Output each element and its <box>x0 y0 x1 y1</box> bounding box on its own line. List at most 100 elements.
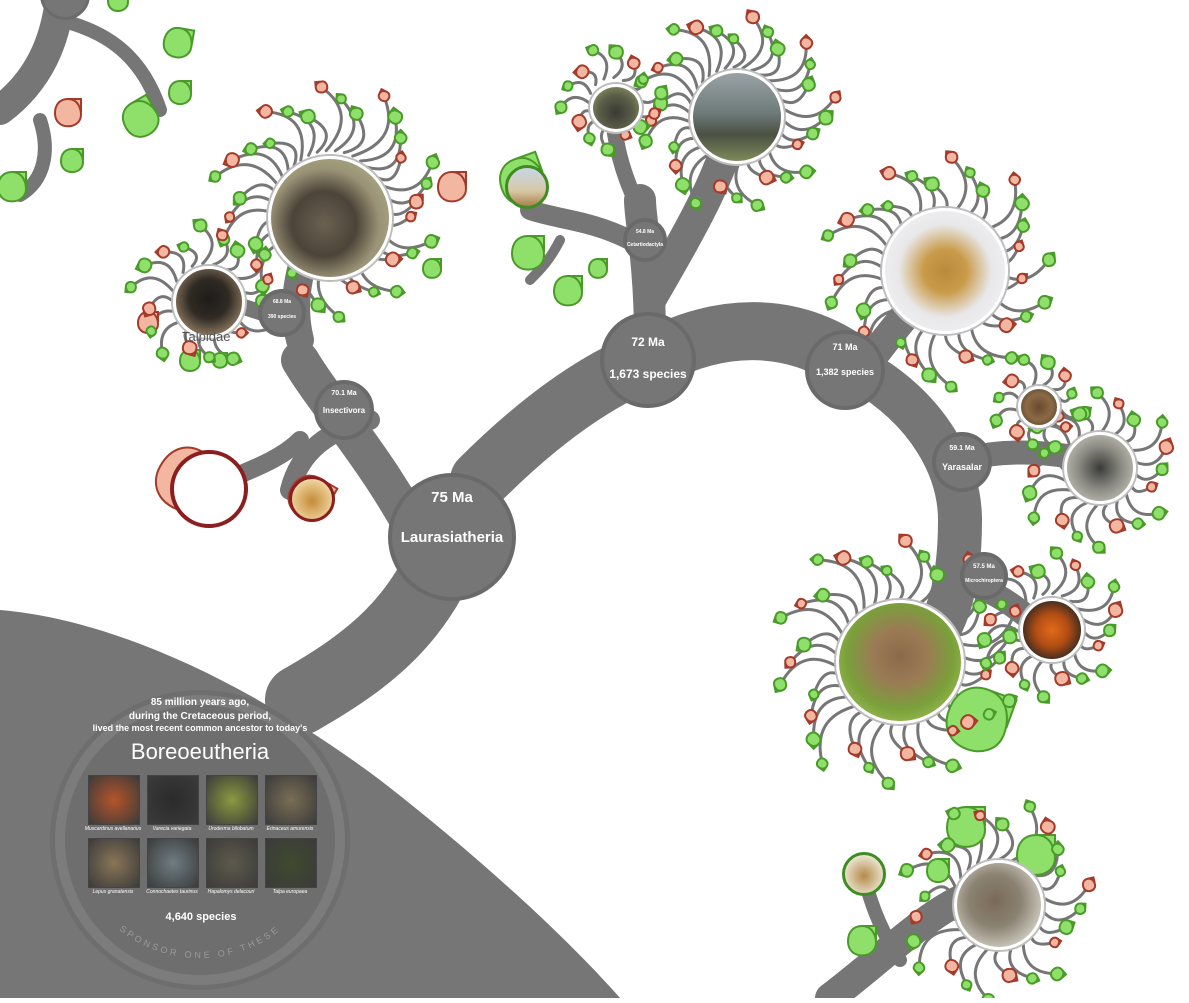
leaf-green[interactable] <box>994 816 1010 832</box>
leaf-green[interactable] <box>367 286 382 298</box>
leaf-green[interactable] <box>939 680 1018 760</box>
leaf-green[interactable] <box>880 199 894 212</box>
leaf-green[interactable] <box>241 141 258 157</box>
leaf-green[interactable] <box>727 33 740 45</box>
leaf-green[interactable] <box>1026 438 1039 452</box>
root-thumbnail[interactable] <box>206 838 258 888</box>
leaf-green[interactable] <box>1028 563 1046 579</box>
marten-photo[interactable] <box>882 208 1008 334</box>
node-yarasalar[interactable] <box>932 432 992 492</box>
leaf-green[interactable] <box>919 890 931 903</box>
leaf-green[interactable] <box>804 56 817 71</box>
leaf-red[interactable] <box>1057 366 1073 384</box>
leaf-green[interactable] <box>1071 530 1084 544</box>
leaf-red[interactable] <box>943 958 960 977</box>
leaf-green[interactable] <box>772 677 788 694</box>
leaf-green[interactable] <box>904 169 919 183</box>
leaf-green[interactable] <box>858 202 876 218</box>
leaf-green[interactable] <box>798 163 817 180</box>
leaf-green[interactable] <box>203 351 216 364</box>
leaf-green[interactable] <box>964 165 976 179</box>
leaf-red[interactable] <box>1054 512 1071 530</box>
leaf-green[interactable] <box>1075 671 1091 685</box>
leaf-red[interactable] <box>142 301 157 318</box>
leaf-green[interactable] <box>928 564 946 583</box>
leaf-green[interactable] <box>923 176 940 192</box>
leaf-green[interactable] <box>1027 510 1041 527</box>
leaf-red[interactable] <box>1112 396 1125 410</box>
leaf-green[interactable] <box>818 109 834 126</box>
leaf-green[interactable] <box>1037 447 1050 459</box>
leaf-red[interactable] <box>650 61 664 74</box>
leaf-green[interactable] <box>689 197 703 212</box>
node-68[interactable] <box>258 289 306 337</box>
leaf-green[interactable] <box>106 0 130 13</box>
leaf-red[interactable] <box>983 612 997 627</box>
leaf-red[interactable] <box>879 165 897 182</box>
leaf-green[interactable] <box>1002 627 1018 645</box>
leaf-red[interactable] <box>1013 239 1025 253</box>
bat-brown-photo[interactable] <box>1018 386 1060 428</box>
leaf-green[interactable] <box>554 100 568 115</box>
leaf-red[interactable] <box>905 353 920 369</box>
leaf-green[interactable] <box>582 131 596 147</box>
leaf-green[interactable] <box>820 229 835 242</box>
leaf-green[interactable] <box>808 688 820 702</box>
leaf-green[interactable] <box>1036 690 1051 704</box>
leaf-red[interactable] <box>758 169 777 187</box>
leaf-green[interactable] <box>1066 386 1078 400</box>
leaf-red[interactable] <box>1027 463 1041 478</box>
leaf-green[interactable] <box>761 24 775 39</box>
leaf-red[interactable] <box>1108 600 1124 619</box>
leaf-red[interactable] <box>1048 936 1063 949</box>
leaf-red[interactable] <box>909 909 923 925</box>
root-thumbnail[interactable] <box>147 838 199 888</box>
leaf-green[interactable] <box>561 80 574 92</box>
leaf-green[interactable] <box>1025 972 1041 986</box>
leaf-green[interactable] <box>279 105 295 119</box>
leaf-green[interactable] <box>1015 353 1031 366</box>
leaf-red[interactable] <box>1059 420 1074 433</box>
leaf-green[interactable] <box>897 862 915 878</box>
leaf-green[interactable] <box>994 598 1008 611</box>
root-thumbnail[interactable] <box>206 775 258 825</box>
leaf-red[interactable] <box>383 250 404 269</box>
node-cetartiodactyla[interactable] <box>623 218 667 262</box>
leaf-green[interactable] <box>1090 386 1104 400</box>
leaf-green[interactable] <box>824 295 838 311</box>
leaf-red[interactable] <box>54 98 82 128</box>
leaf-green[interactable] <box>665 22 681 36</box>
leaf-green[interactable] <box>1125 410 1142 428</box>
leaf-red[interactable] <box>803 708 819 726</box>
leaf-red[interactable] <box>222 151 241 168</box>
leaf-green[interactable] <box>386 106 405 127</box>
leaf-green[interactable] <box>801 75 817 92</box>
leaf-red[interactable] <box>1054 671 1072 687</box>
leaf-red[interactable] <box>262 272 274 286</box>
leaf-green[interactable] <box>1131 516 1147 530</box>
leaf-green[interactable] <box>842 253 858 268</box>
small-rodent-photo[interactable] <box>289 476 335 522</box>
leaf-green[interactable] <box>960 979 973 992</box>
root-thumbnail[interactable] <box>88 838 140 888</box>
leaf-green[interactable] <box>936 836 957 855</box>
leaf-red[interactable] <box>685 19 705 37</box>
leaf-red[interactable] <box>712 179 728 195</box>
leaf-green[interactable] <box>332 310 346 323</box>
leaf-green[interactable] <box>225 351 243 367</box>
node-72[interactable] <box>600 312 696 408</box>
leaf-green[interactable] <box>1040 353 1056 371</box>
leaf-green[interactable] <box>1074 902 1087 915</box>
leaf-green[interactable] <box>1050 839 1066 857</box>
leaf-red[interactable] <box>1081 876 1097 893</box>
leaf-red[interactable] <box>980 668 992 681</box>
leaf-green[interactable] <box>992 391 1005 404</box>
leaf-green[interactable] <box>795 636 812 653</box>
leaf-red[interactable] <box>793 597 808 610</box>
leaf-green[interactable] <box>944 757 963 774</box>
leaf-green[interactable] <box>654 84 669 101</box>
leaf-red[interactable] <box>898 533 913 548</box>
leaf-red[interactable] <box>946 724 961 737</box>
leaf-green[interactable] <box>584 44 600 57</box>
